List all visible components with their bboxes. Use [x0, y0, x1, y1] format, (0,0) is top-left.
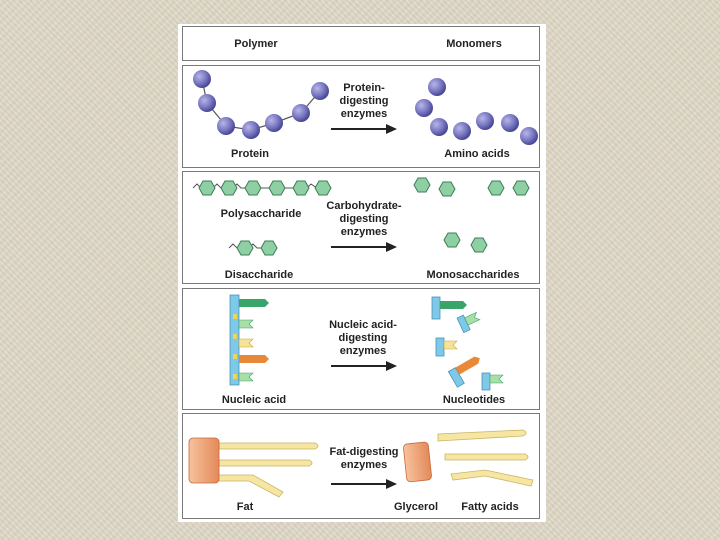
polysaccharide-label: Polysaccharide — [220, 208, 302, 220]
fat-art — [188, 429, 534, 498]
amino-acid-bead — [292, 104, 310, 122]
sugar-phosphate-backbone — [229, 294, 240, 386]
sugar-unit — [244, 180, 262, 196]
amino-acid — [415, 99, 433, 117]
nucleotide — [431, 296, 467, 320]
amino-acid — [453, 122, 471, 140]
nucleotide — [447, 356, 480, 388]
amino-acid-bead — [265, 114, 283, 132]
nucleic-acid-enzyme-label: Nucleic acid- digesting enzymes — [329, 319, 397, 357]
amino-acid — [501, 114, 519, 132]
reaction-arrow — [331, 361, 397, 371]
nucleic-acid-panel: Nucleic acid Nucleic acid- digesting enz… — [182, 288, 540, 410]
nucleotide — [456, 311, 481, 334]
disaccharide-pair — [228, 240, 278, 256]
glycerol-label: Glycerol — [393, 501, 439, 513]
sugar-unit — [314, 180, 332, 196]
glycerol — [403, 441, 432, 483]
fat-label: Fat — [236, 501, 254, 513]
monosaccharide — [443, 232, 461, 248]
base-light-green — [238, 372, 254, 382]
carbohydrate-enzyme-label: Carbohydrate- digesting enzymes — [326, 200, 402, 238]
nucleotide — [481, 372, 504, 391]
base-light-green — [238, 319, 254, 329]
fatty-acid — [444, 453, 529, 461]
sugar-unit — [268, 180, 286, 196]
amino-acid-bead — [198, 94, 216, 112]
polysaccharide-chain — [192, 180, 332, 196]
disaccharide-label: Disaccharide — [224, 269, 294, 281]
nucleotides-label: Nucleotides — [442, 394, 506, 406]
fatty-acids-label: Fatty acids — [461, 501, 519, 513]
sugar-unit — [198, 180, 216, 196]
reaction-arrow — [331, 242, 397, 252]
monosaccharides-label: Monosaccharides — [426, 269, 520, 281]
monomers-column-label: Monomers — [446, 38, 502, 50]
base-orange — [239, 355, 269, 363]
base-green — [239, 299, 269, 307]
protein-panel: Protein Protein- digesting enzymes Amino… — [182, 65, 540, 168]
protein-label: Protein — [231, 148, 269, 160]
reaction-arrow — [331, 124, 397, 134]
fat-panel: Fat Fat-digesting enzymes Glycerol Fatty… — [182, 413, 540, 519]
amino-acid — [430, 118, 448, 136]
monosaccharides-group — [413, 177, 530, 253]
fat-enzyme-label: Fat-digesting enzymes — [329, 446, 399, 471]
monosaccharide — [512, 180, 530, 196]
monosaccharide — [438, 181, 456, 197]
sugar-unit — [236, 240, 254, 256]
nucleic-acid-strand — [229, 294, 269, 386]
amino-acid-bead — [311, 82, 329, 100]
reaction-arrow — [331, 479, 397, 489]
monosaccharide — [413, 177, 431, 193]
amino-acids-label: Amino acids — [444, 148, 510, 160]
protein-chain — [193, 70, 329, 139]
amino-acids-group — [415, 78, 538, 145]
sugar-unit — [292, 180, 310, 196]
fatty-acid-tail — [218, 459, 313, 467]
digestion-products — [403, 429, 534, 487]
base-yellow — [238, 338, 254, 348]
protein-enzyme-label: Protein- digesting enzymes — [339, 82, 389, 120]
fatty-acid — [450, 469, 534, 487]
amino-acid-bead — [242, 121, 260, 139]
amino-acid — [428, 78, 446, 96]
fatty-acid-tail — [218, 442, 319, 450]
header-panel: Polymer Monomers — [182, 26, 540, 61]
digestion-figure: Polymer Monomers — [178, 24, 546, 522]
monosaccharide — [487, 180, 505, 196]
carbohydrate-art — [192, 177, 530, 256]
triglyceride — [188, 437, 319, 498]
fatty-acid-tail — [218, 474, 284, 498]
protein-art — [193, 70, 538, 145]
amino-acid-bead — [193, 70, 211, 88]
sugar-unit — [220, 180, 238, 196]
fatty-acid — [437, 429, 527, 442]
nucleotide — [435, 337, 458, 357]
nucleic-acid-art — [229, 294, 504, 391]
glycerol-head — [188, 437, 220, 484]
carbohydrate-panel: Polysaccharide Disaccharide Carbohydrate… — [182, 171, 540, 284]
amino-acid — [476, 112, 494, 130]
monosaccharide — [470, 237, 488, 253]
polymer-column-label: Polymer — [234, 38, 278, 50]
amino-acid-bead — [217, 117, 235, 135]
amino-acid — [520, 127, 538, 145]
sugar-unit — [260, 240, 278, 256]
nucleotides-group — [431, 296, 504, 391]
nucleic-acid-label: Nucleic acid — [221, 394, 287, 406]
